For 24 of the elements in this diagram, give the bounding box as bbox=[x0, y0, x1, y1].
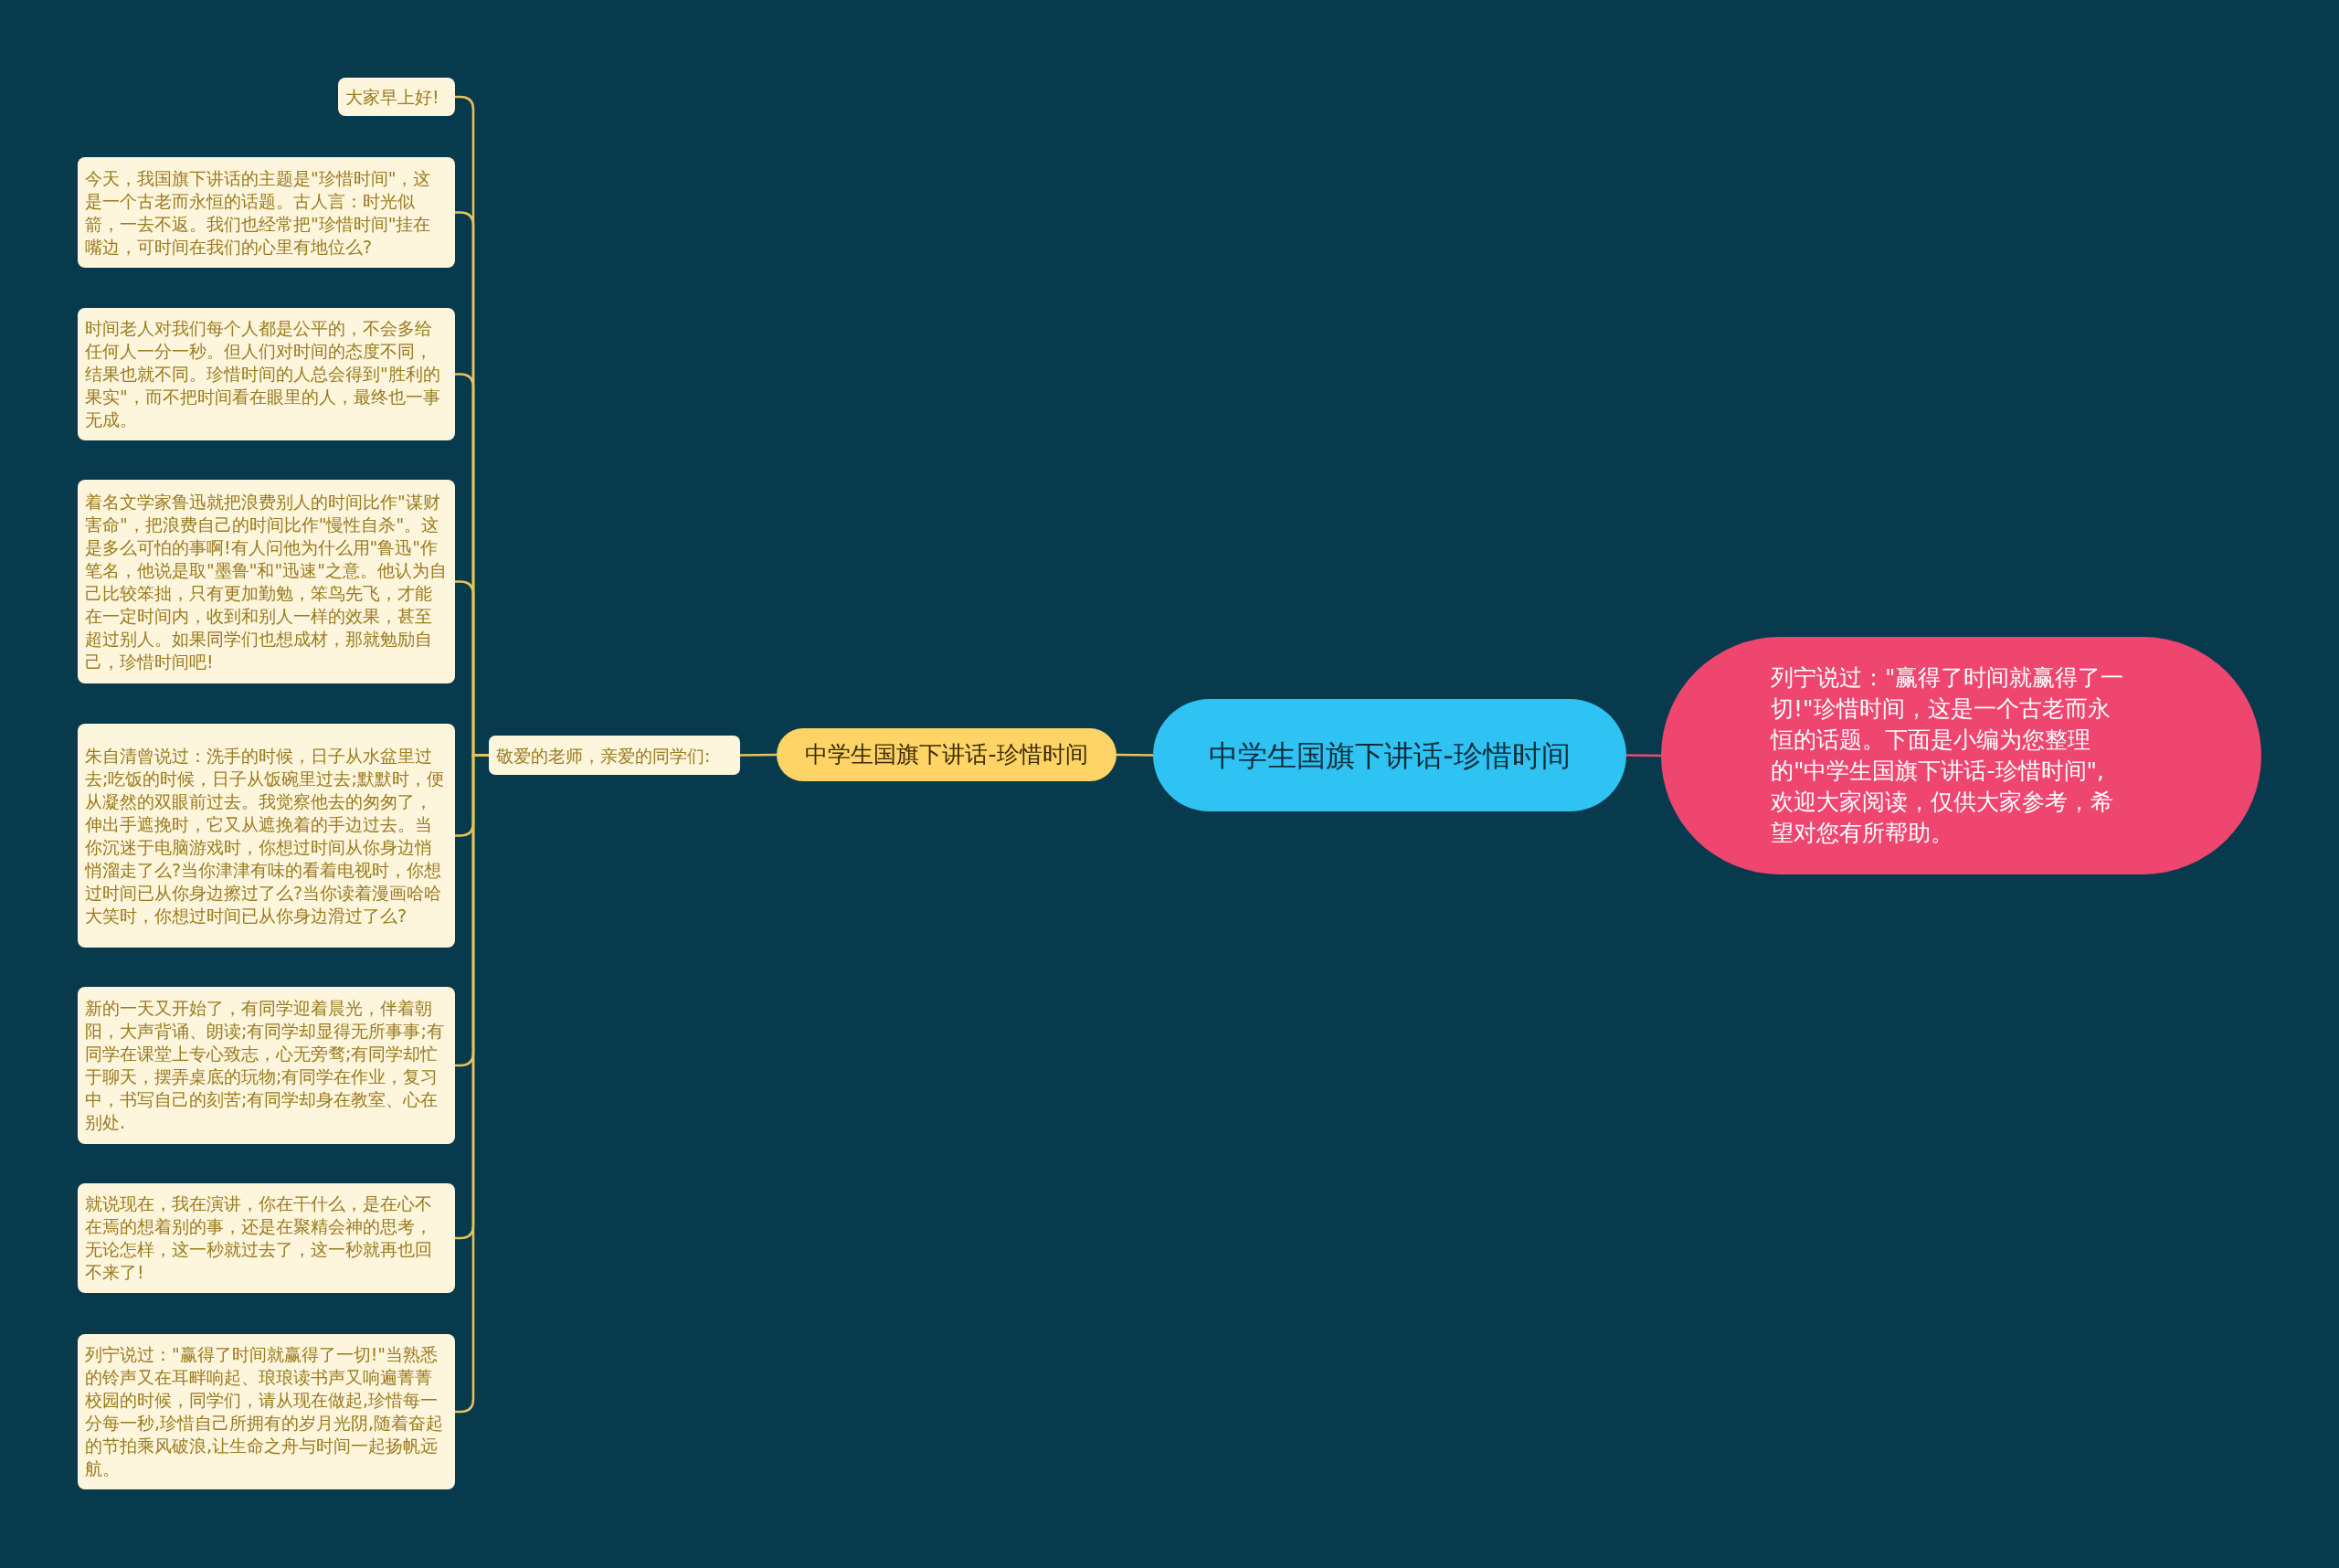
node-text: 列宁说过："赢得了时间就赢得了一切!"当熟悉的铃声又在耳畔响起、琅琅读书声又响遍菁菁校园的时候，同学们，请从现在做起,珍惜每一分每一秒,珍惜自己所拥有的岁月光阴,随着奋起的节拍乘风破浪,让生命之舟与时间一起扬帆远航。 bbox=[85, 1343, 445, 1480]
node-text: 大家早上好! bbox=[345, 85, 439, 109]
connector-line bbox=[1626, 754, 1661, 758]
node-text: 就说现在，我在演讲，你在干什么，是在心不在焉的想着别的事，还是在聚精会神的思考，无论怎样，这一秒就过去了，这一秒就再也回不来了! bbox=[85, 1192, 433, 1284]
speech-card bbox=[78, 1334, 455, 1489]
node-text: 列宁说过："赢得了时间就赢得了一切!"珍惜时间，这是一个古老而永恒的话题。下面是小编为您整理的"中学生国旗下讲话-珍惜时间",欢迎大家阅读，仅供大家参考，希望对您有所帮助。 bbox=[1771, 663, 2124, 848]
connector-line bbox=[740, 753, 777, 757]
speech-card bbox=[78, 1183, 455, 1293]
node-text: 朱自清曾说过：洗手的时候，日子从水盆里过去;吃饭的时候，日子从饭碗里过去;默默时，便从凝然的双眼前过去。我觉察他去的匆匆了，伸出手遮挽时，它又从遮挽着的手边过去。当你沉迷于电脑游戏时，你想过时间从你身边悄悄溜走了么?当你津津有味的看着电视时，你想过时间已从你身边擦过了么?当你读着漫画哈哈大笑时，你想过时间已从你身边滑过了么? bbox=[85, 744, 445, 927]
node-text: 中学生国旗下讲话-珍惜时间 bbox=[1209, 736, 1571, 775]
speech-card bbox=[78, 308, 455, 440]
node-text: 新的一天又开始了，有同学迎着晨光，伴着朝阳，大声背诵、朗读;有同学却显得无所事事;有同学在课堂上专心致志，心无旁骛;有同学却忙于聊天，摆弄桌底的玩物;有同学在作业，复习中，书写自己的刻苦;有同学却身在教室、心在别处. bbox=[85, 997, 445, 1134]
subtopic-pill bbox=[777, 728, 1117, 781]
speech-card bbox=[78, 987, 455, 1144]
node-text: 今天，我国旗下讲话的主题是"珍惜时间"，这是一个古老而永恒的话题。古人言：时光似箭，一去不返。我们也经常把"珍惜时间"挂在嘴边，可时间在我们的心里有地位么? bbox=[85, 166, 432, 259]
node-text: 敬爱的老师，亲爱的同学们: bbox=[496, 744, 711, 767]
greeting-card bbox=[489, 736, 740, 775]
speech-card bbox=[78, 724, 455, 948]
node-text: 着名文学家鲁迅就把浪费别人的时间比作"谋财害命"，把浪费自己的时间比作"慢性自杀"。这是多么可怕的事啊!有人问他为什么用"鲁迅"作笔名，他说是取"墨鲁"和"迅速"之意。他认为自己比较笨拙，只有更加勤勉，笨鸟先飞，才能在一定时间内，收到和别人一样的效果，甚至超过别人。如果同学们也想成材，那就勉励自己，珍惜时间吧! bbox=[85, 490, 448, 673]
connector-line bbox=[1117, 753, 1153, 757]
speech-card bbox=[338, 78, 455, 116]
speech-card bbox=[78, 157, 455, 268]
node-text: 时间老人对我们每个人都是公平的，不会多给任何人一分一秒。但人们对时间的态度不同，结果也就不同。珍惜时间的人总会得到"胜利的果实"，而不把时间看在眼里的人，最终也一事无成。 bbox=[85, 317, 441, 431]
node-text: 中学生国旗下讲话-珍惜时间 bbox=[805, 740, 1088, 769]
